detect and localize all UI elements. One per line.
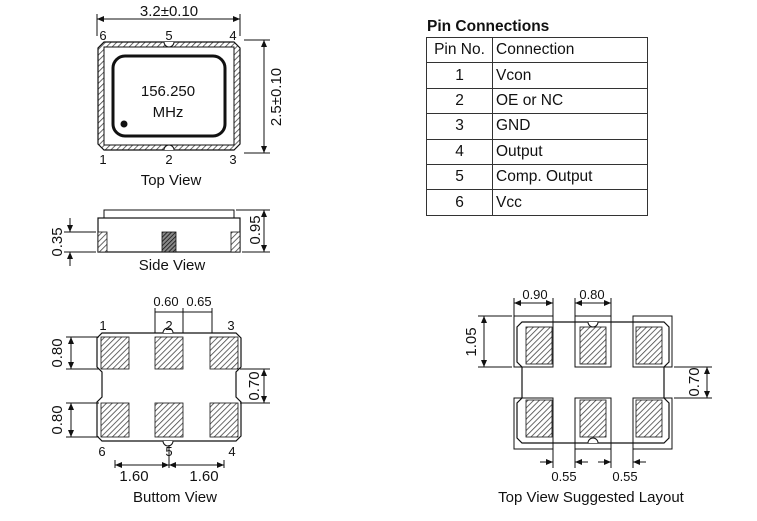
side-view-title: Side View — [139, 257, 206, 274]
side-view-pad-dim: 0.35 — [49, 227, 66, 256]
layout-land-outline — [574, 315, 612, 368]
bottom-pad-height-upper-dim: 0.80 — [49, 338, 66, 367]
layout-title: Top View Suggested Layout — [498, 489, 685, 506]
bottom-pad-1 — [100, 336, 130, 370]
pin-connection: OE or NC — [492, 87, 648, 115]
bottom-view-title: Buttom View — [133, 489, 217, 506]
pin-connection: Vcc — [492, 189, 648, 216]
layout-land-outline — [513, 315, 554, 368]
side-view-pad — [97, 231, 108, 253]
suggested-layout: 0.90 0.80 1.05 0.70 — [463, 287, 712, 506]
bottom-pin-label: 6 — [98, 444, 105, 459]
bottom-pin-label: 3 — [227, 318, 234, 333]
top-pin-label: 2 — [165, 152, 172, 167]
layout-outline — [516, 321, 670, 444]
table-row: 3 GND — [426, 113, 648, 140]
pin-connection: GND — [492, 113, 648, 140]
table-row: 1 Vcon — [426, 62, 648, 89]
bottom-pad-height-lower-dim: 0.80 — [49, 405, 66, 434]
bottom-pin-label: 4 — [228, 444, 235, 459]
layout-row-gap-dim: 0.70 — [686, 367, 703, 396]
bottom-pad-3 — [209, 336, 239, 370]
bottom-view-package — [96, 332, 242, 442]
pin-number: 1 — [426, 62, 493, 89]
top-pin-label: 3 — [229, 152, 236, 167]
bottom-pin-label: 2 — [165, 318, 172, 333]
pin-table-title: Pin Connections — [427, 18, 550, 35]
layout-land-outline — [632, 397, 673, 450]
bottom-pin-label: 1 — [99, 318, 106, 333]
layout-pad — [525, 326, 553, 365]
bottom-pad-2 — [154, 336, 184, 370]
layout-pad-width-left-dim: 0.90 — [522, 287, 547, 302]
layout-pad — [525, 399, 553, 438]
layout-pad-height-dim: 1.05 — [463, 327, 480, 356]
bottom-pad-width-dim: 0.60 — [153, 294, 178, 309]
layout-pad-width-center-dim: 0.80 — [579, 287, 604, 302]
table-row: 6 Vcc — [426, 189, 648, 216]
layout-land-outline — [632, 315, 673, 368]
layout-land-outline — [574, 397, 612, 450]
frequency-unit-marking: MHz — [153, 104, 184, 121]
top-view-lid — [111, 54, 227, 138]
side-view-pad — [161, 231, 177, 253]
table-row: 2 OE or NC — [426, 87, 648, 115]
side-view-pad — [230, 231, 241, 253]
header-connection: Connection — [492, 36, 648, 64]
pin-number: 2 — [426, 87, 493, 115]
pin-connection: Comp. Output — [492, 163, 648, 191]
bottom-pad-4 — [209, 402, 239, 438]
layout-gap-left-dim: 0.55 — [551, 469, 576, 484]
pin-number: 5 — [426, 163, 493, 191]
table-row: 5 Comp. Output — [426, 163, 648, 191]
bottom-view: 0.60 0.65 1 2 3 6 5 4 0.80 0.80 — [49, 294, 270, 506]
frequency-marking: 156.250 — [141, 83, 195, 100]
top-view-title: Top View — [141, 172, 202, 189]
header-pin-no: Pin No. — [426, 36, 493, 64]
layout-pad — [635, 326, 663, 365]
pin-number: 4 — [426, 138, 493, 165]
pin-number: 6 — [426, 189, 493, 216]
table-header-row: Pin No. Connection — [426, 36, 648, 64]
pin-connections-table: Pin No. Connection 1 Vcon 2 OE or NC 3 G… — [426, 36, 648, 216]
pin-connection: Output — [492, 138, 648, 165]
layout-pad — [579, 326, 607, 365]
top-pin-label: 5 — [165, 28, 172, 43]
layout-pad — [579, 399, 607, 438]
layout-land-outline — [513, 397, 554, 450]
table-row: 4 Output — [426, 138, 648, 165]
side-view-lid — [103, 209, 235, 219]
top-pin-label: 1 — [99, 152, 106, 167]
top-pin-label: 6 — [99, 28, 106, 43]
top-view-height-dim: 2.5±0.10 — [268, 68, 285, 126]
pin-number: 3 — [426, 113, 493, 140]
top-view-width-dim: 3.2±0.10 — [140, 3, 198, 20]
pin1-dot — [120, 120, 128, 128]
bottom-pitch-left-dim: 1.60 — [119, 468, 148, 485]
bottom-pitch-right-dim: 1.60 — [189, 468, 218, 485]
layout-pad — [635, 399, 663, 438]
bottom-pad-gap-dim: 0.65 — [186, 294, 211, 309]
top-pin-label: 4 — [229, 28, 236, 43]
top-view: 3.2±0.10 2.5±0.10 156.250 MHz 6 5 4 1 2 … — [96, 3, 285, 189]
bottom-pad-5 — [154, 402, 184, 438]
layout-gap-right-dim: 0.55 — [612, 469, 637, 484]
side-view: 0.95 0.35 Side View — [49, 209, 270, 274]
bottom-pad-6 — [100, 402, 130, 438]
pin-connection: Vcon — [492, 62, 648, 89]
side-view-height-dim: 0.95 — [247, 215, 264, 244]
bottom-row-gap-dim: 0.70 — [246, 371, 263, 400]
